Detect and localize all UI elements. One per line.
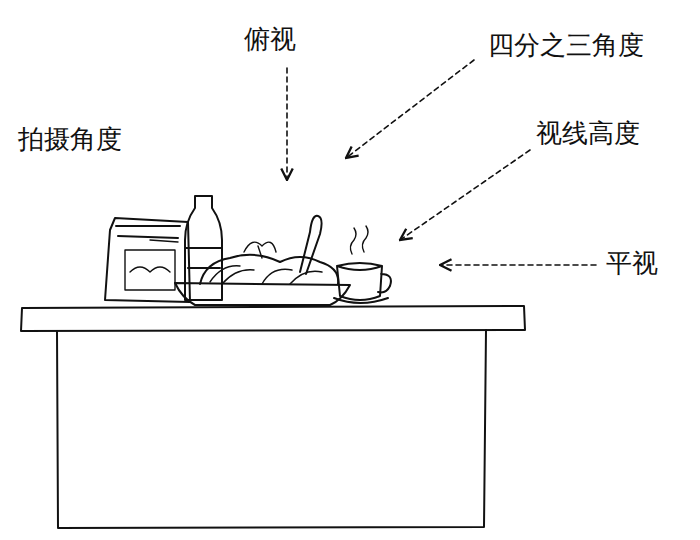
spoon [300, 216, 322, 274]
food-mound [200, 255, 338, 284]
angle-label: 视线高度 [536, 118, 640, 149]
diagram-title: 拍摄角度 [18, 124, 122, 155]
angle-label: 俯视 [244, 24, 296, 55]
top-view-arrow [286, 68, 288, 180]
bowl [175, 283, 350, 305]
straight-on-arrow [440, 264, 596, 266]
paper-bag [105, 218, 190, 302]
three-quarter-arrow [346, 60, 474, 158]
eye-level-arrow [400, 150, 530, 240]
food-detail [210, 242, 322, 284]
counter-top [21, 306, 525, 331]
angle-label: 四分之三角度 [488, 30, 644, 61]
counter-body [57, 330, 486, 528]
steam [350, 226, 368, 254]
bag-print [125, 240, 178, 290]
cup [334, 263, 391, 303]
angle-label: 平视 [606, 248, 658, 279]
